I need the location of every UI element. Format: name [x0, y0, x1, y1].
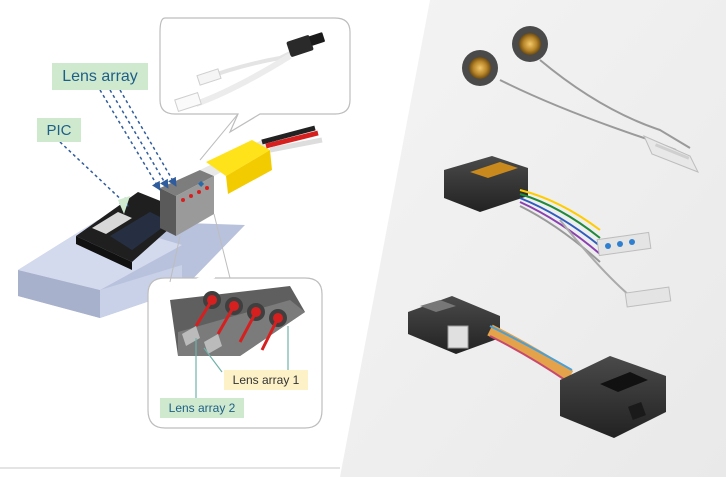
product-colored-fiber-connector	[444, 156, 672, 308]
pic-pointer-arrow	[118, 196, 130, 214]
lens-array-inset	[147, 270, 323, 429]
label-lens-array-1: Lens array 1	[224, 370, 308, 390]
inset-connector-bottom-2	[213, 213, 231, 279]
right-panel	[340, 0, 726, 477]
chip-brand-mark: ◆	[198, 179, 205, 188]
inset-connector-bottom	[169, 235, 181, 283]
label-lens-array: Lens array	[52, 63, 148, 90]
product-round-connectors	[462, 26, 700, 173]
product-ribbon-connector	[408, 296, 666, 438]
lens-array-block	[160, 170, 214, 236]
dashed-arrows	[59, 89, 177, 207]
callout-line-1	[203, 347, 223, 373]
label-lens-array-2: Lens array 2	[160, 398, 244, 418]
fiber-ribbon	[200, 125, 323, 194]
inset-connector-top	[199, 113, 239, 161]
label-pic: PIC	[37, 118, 81, 142]
cable-inset	[159, 17, 351, 134]
